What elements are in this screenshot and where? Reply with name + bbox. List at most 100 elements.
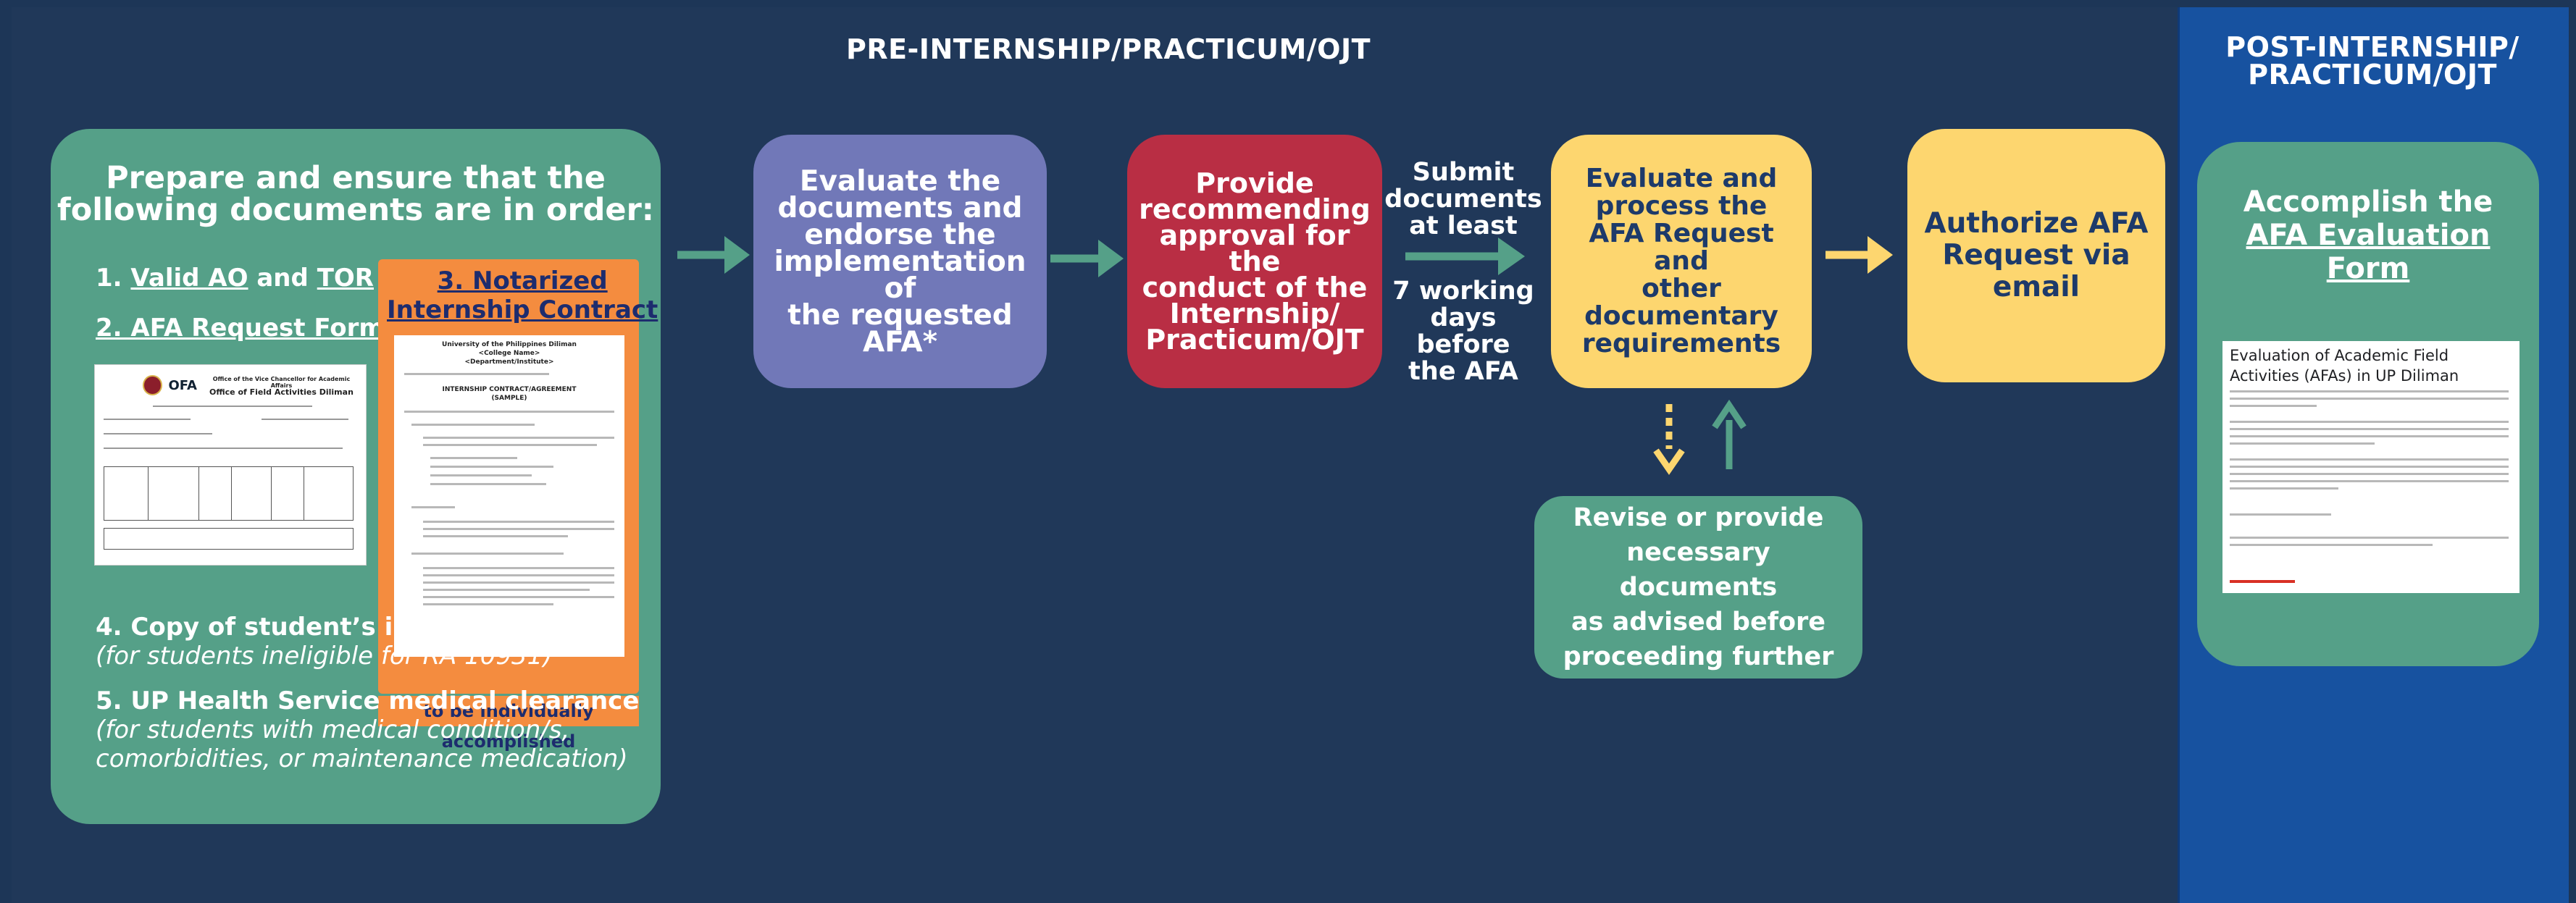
step4-evaluate-process: Evaluate and process the AFA Request and… xyxy=(1551,135,1812,388)
eval-form-title: Evaluation of Academic Field Activities … xyxy=(2230,347,2459,385)
afa-request-form-link[interactable]: 2. AFA Request Form xyxy=(96,314,385,343)
step3-line2: recommending xyxy=(1139,193,1371,225)
medical-note-line1: (for students with medical condition/s, xyxy=(96,715,570,744)
valid-ao-link[interactable]: Valid AO xyxy=(130,264,248,293)
eval-form-line xyxy=(2230,537,2509,539)
step6-line3: as advised before xyxy=(1571,608,1826,637)
step7-title-line3: Form xyxy=(2326,252,2410,285)
step1-title-line1: Prepare and ensure that the xyxy=(106,160,606,196)
contract-doc-line xyxy=(411,506,455,508)
form-thumb-office-name: Office of Field Activities Diliman xyxy=(209,387,354,397)
step5-line3: email xyxy=(1992,271,2081,303)
pre-internship-header: PRE-INTERNSHIP/PRACTICUM/OJT xyxy=(845,33,1371,65)
step6-line1: Revise or provide xyxy=(1573,503,1824,532)
arrow-step6-to-step4 xyxy=(1712,399,1747,469)
post-header-line2: PRACTICUM/OJT xyxy=(2248,59,2497,91)
step2-line2: documents and xyxy=(777,191,1023,224)
evaluation-form-thumbnail: Evaluation of Academic Field Activities … xyxy=(2222,341,2519,593)
step2-evaluate-endorse: Evaluate the documents and endorse the i… xyxy=(753,135,1047,388)
form-thumb-line xyxy=(104,448,343,449)
step2-line5: the requested xyxy=(787,298,1013,332)
eval-form-line xyxy=(2230,480,2509,482)
tor-link[interactable]: TOR xyxy=(317,264,374,293)
step6-line4: proceeding further xyxy=(1563,642,1834,671)
eval-form-line xyxy=(2230,405,2317,407)
arrow-step4-to-step5 xyxy=(1826,236,1893,274)
form-thumb-office-small: Office of the Vice Chancellor for Academ… xyxy=(212,375,351,389)
afa-evaluation-form-link[interactable]: AFA Evaluation Form xyxy=(2197,219,2539,285)
step5-authorize-afa: Authorize AFA Request via email xyxy=(1907,129,2165,382)
individually-accomplished-note: to be individually accomplished xyxy=(378,696,639,752)
form-thumb-line xyxy=(104,419,191,420)
contract-doc-line xyxy=(423,596,614,598)
eval-form-line xyxy=(2230,473,2509,475)
eval-form-line xyxy=(2230,398,2509,400)
submit-deadline-label: 7 working days before the AFA xyxy=(1384,278,1543,385)
eval-form-line xyxy=(2230,390,2509,392)
step4-line3: AFA Request and xyxy=(1589,219,1774,276)
contract-doc-line xyxy=(423,581,614,584)
contract-doc-line xyxy=(411,424,535,426)
step1-document-checklist: Prepare and ensure that the following do… xyxy=(51,129,661,824)
contract-doc-line xyxy=(423,444,597,446)
checklist-item-insurance: 4. Copy of student’s insurance policy xyxy=(96,613,611,642)
arrow-step2-to-step3 xyxy=(1050,240,1124,277)
contract-doc-line xyxy=(430,483,546,485)
submit-label: Submit documents at least xyxy=(1384,159,1543,240)
eval-form-line xyxy=(2230,544,2433,546)
checklist-item-afa-request-form: 2. AFA Request Form xyxy=(96,314,385,343)
form-thumb-line xyxy=(104,433,212,434)
step2-line6: AFA* xyxy=(863,325,937,358)
step7-title-line1: Accomplish the xyxy=(2243,185,2493,219)
step3-line5: Internship/ xyxy=(1169,298,1340,329)
eval-form-line xyxy=(2230,466,2509,468)
deadline-line1: 7 working xyxy=(1392,277,1534,306)
afa-request-form-thumbnail: OFA Office of the Vice Chancellor for Ac… xyxy=(94,364,367,566)
form-thumb-table xyxy=(104,466,354,521)
form-thumb-line xyxy=(153,406,312,407)
ofa-logo: OFA xyxy=(168,377,197,393)
contract-doc-heading: INTERNSHIP CONTRACT/AGREEMENT xyxy=(442,386,577,393)
contract-doc-line xyxy=(404,411,614,413)
contract-doc-line xyxy=(423,574,614,576)
contract-title-line1: 3. Notarized xyxy=(437,266,608,295)
medical-note-line2: comorbidities, or maintenance medication… xyxy=(96,744,628,773)
submit-line2: documents xyxy=(1384,185,1542,214)
post-header-line1: POST-INTERNSHIP/ xyxy=(2225,31,2519,63)
step1-title: Prepare and ensure that the following do… xyxy=(51,162,661,226)
eval-form-line xyxy=(2230,458,2509,461)
arrow-step1-to-step2 xyxy=(677,236,750,274)
step5-line2: Request via xyxy=(1942,239,2130,272)
contract-doc-line xyxy=(430,457,517,459)
step2-line1: Evaluate the xyxy=(799,164,1001,198)
insurance-note: (for students ineligible for RA 10931) xyxy=(96,642,553,671)
step4-line1: Evaluate and xyxy=(1585,164,1778,193)
checklist-item-medical-clearance: 5. UP Health Service medical clearance xyxy=(96,686,640,715)
form-thumb-line xyxy=(262,419,348,420)
contract-doc-line xyxy=(404,373,549,375)
arrow-step4-to-step6-dashed xyxy=(1653,404,1685,475)
contract-doc-line1: University of the Philippines Diliman xyxy=(442,341,577,348)
eval-form-required-note xyxy=(2230,580,2295,583)
step2-line3: endorse the xyxy=(804,218,996,251)
checklist-item-ao-tor: 1. Valid AO and TOR xyxy=(96,264,374,293)
contract-doc-line3: <Department/Institute> xyxy=(464,358,554,366)
eval-form-line xyxy=(2230,428,2509,430)
contract-doc-line xyxy=(423,535,568,537)
step3-line6: Practicum/OJT xyxy=(1145,324,1364,356)
form-thumb-header: OFA Office of the Vice Chancellor for Ac… xyxy=(143,374,360,397)
step7-evaluation-form: Accomplish the AFA Evaluation Form Evalu… xyxy=(2197,142,2539,666)
eval-form-line xyxy=(2230,442,2375,445)
notarized-contract-panel: 3. Notarized Internship Contract Univers… xyxy=(378,259,658,752)
notarized-contract-link[interactable]: 3. Notarized Internship Contract xyxy=(387,266,658,324)
post-internship-header: POST-INTERNSHIP/ PRACTICUM/OJT xyxy=(2188,33,2557,88)
contract-doc-line2: <College Name> xyxy=(478,350,540,357)
contract-doc-line xyxy=(411,553,564,555)
contract-document-thumbnail: University of the Philippines Diliman <C… xyxy=(394,335,624,657)
step3-line3: approval for the xyxy=(1159,219,1350,277)
step4-line4: other documentary xyxy=(1584,274,1778,331)
deadline-line2: days before xyxy=(1416,303,1510,359)
step1-title-line2: following documents are in order: xyxy=(57,192,654,228)
step2-line4: implementation of xyxy=(774,245,1026,305)
